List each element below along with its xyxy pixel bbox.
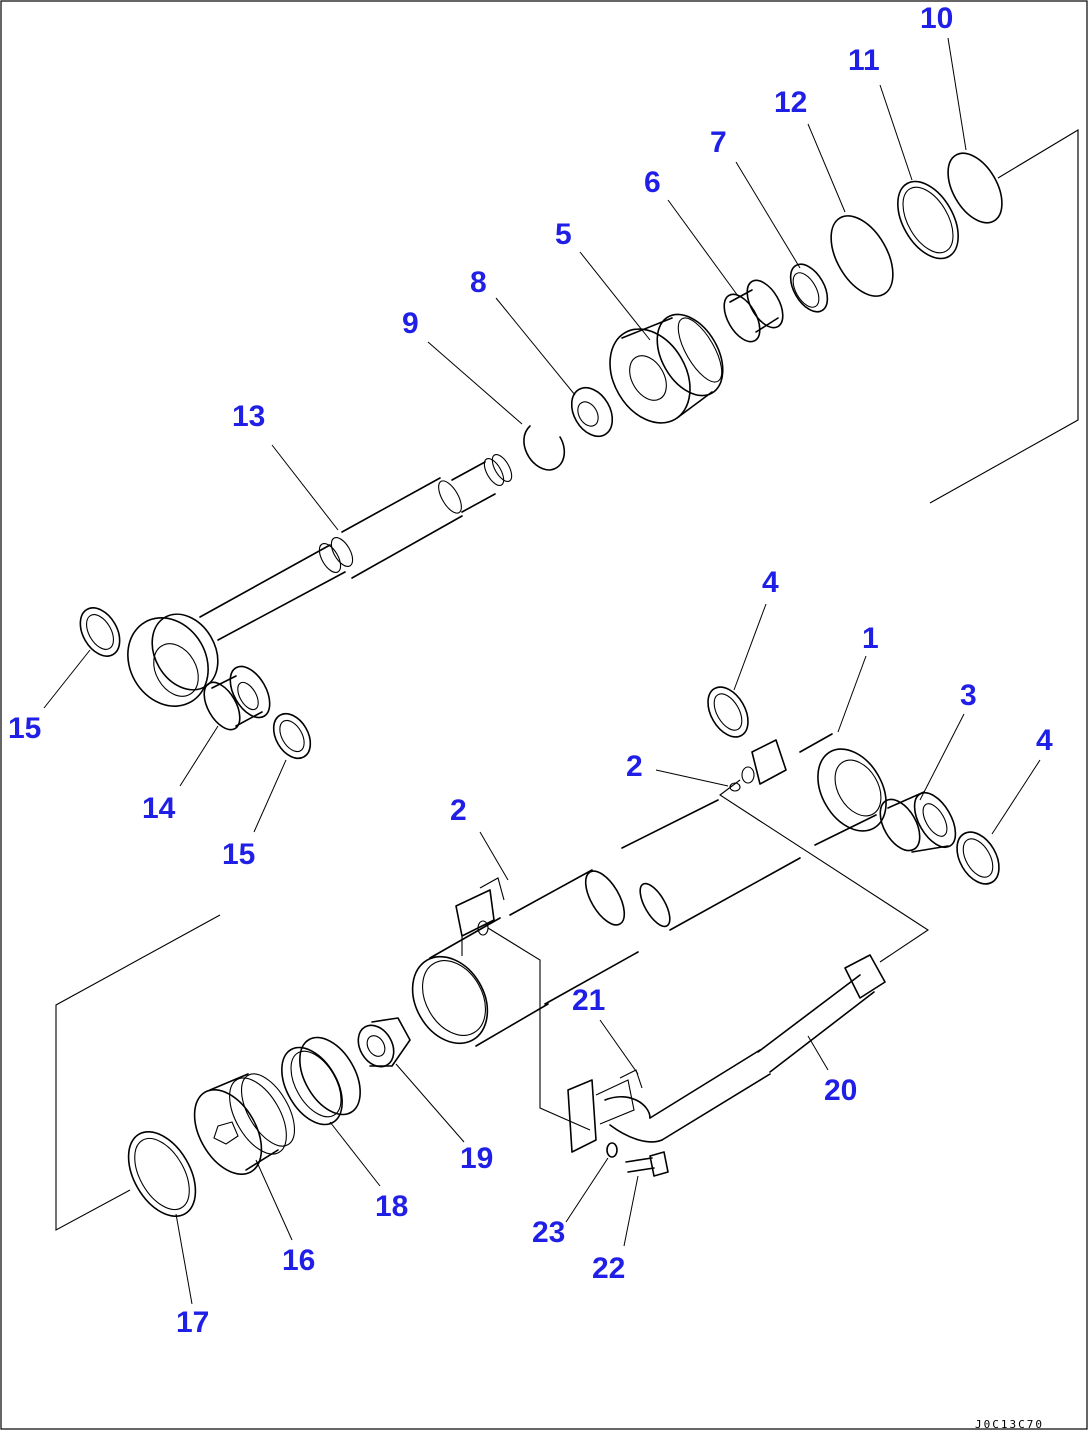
callout-23: 23: [532, 1216, 565, 1249]
cylinder-tube: [411, 799, 801, 1047]
part-4-dust-seal-right: [956, 831, 1000, 885]
part-7-rod-seal: [789, 263, 829, 313]
callout-20: 20: [824, 1074, 857, 1107]
part-11-backup-ring: [897, 180, 959, 260]
callout-9: 9: [402, 307, 419, 340]
callout-1: 1: [862, 622, 879, 655]
callout-19: 19: [460, 1142, 493, 1175]
callouts: 10 11 12 7 6 5 8 9 13 15 14 15 4 1 3 4 2…: [8, 2, 1053, 1339]
callout-3: 3: [960, 679, 977, 712]
part-18-wear-ring: [281, 1036, 361, 1126]
part-5-cylinder-head: [609, 313, 724, 424]
part-2-plug: [729, 782, 741, 792]
callout-15-left: 15: [8, 712, 41, 745]
part-20-pipe: [487, 779, 930, 1153]
part-17-piston-ring: [127, 1130, 197, 1218]
part-16-piston: [193, 1073, 296, 1176]
part-15-dust-seal-left: [79, 607, 121, 657]
leader-lines: [43, 37, 1041, 1305]
callout-12: 12: [774, 86, 807, 119]
part-14-bushing: [203, 665, 271, 731]
callout-10: 10: [920, 2, 953, 35]
drawing-code: J0C13C70: [975, 1418, 1044, 1431]
part-12-seal-ring: [830, 215, 894, 297]
callout-2-right: 2: [626, 750, 643, 783]
callout-15-right: 15: [222, 838, 255, 871]
callout-5: 5: [555, 218, 572, 251]
part-10-oring: [947, 152, 1003, 224]
upper-assembly: [79, 129, 1079, 760]
part-15-dust-seal-right: [272, 712, 312, 760]
callout-18: 18: [375, 1190, 408, 1223]
callout-4-upper: 4: [762, 566, 779, 599]
callout-22: 22: [592, 1252, 625, 1285]
callout-2-left: 2: [450, 794, 467, 827]
lower-bracket-line: [55, 914, 221, 1231]
part-9-snap-ring: [523, 425, 566, 471]
callout-7: 7: [710, 126, 727, 159]
part-13-piston-rod: [127, 453, 513, 707]
callout-16: 16: [282, 1244, 315, 1277]
callout-11: 11: [848, 44, 880, 77]
upper-bracket-line: [929, 129, 1079, 504]
part-1-cylinder-eye: [741, 733, 887, 846]
callout-14: 14: [142, 792, 176, 825]
part-8-nut: [570, 386, 614, 438]
callout-6: 6: [644, 166, 661, 199]
part-22-bolt: [625, 1151, 669, 1177]
part-3-bushing: [879, 791, 957, 853]
callout-21: 21: [572, 984, 605, 1017]
callout-4-right: 4: [1036, 724, 1053, 757]
part-4-dust-seal-upper: [707, 686, 749, 738]
callout-8: 8: [470, 266, 487, 299]
lower-assembly: [55, 686, 1000, 1231]
callout-17: 17: [176, 1306, 209, 1339]
part-19-nut: [357, 1017, 411, 1068]
part-6-bushing: [723, 279, 784, 343]
part-23-washer: [606, 1142, 618, 1158]
callout-13: 13: [232, 400, 265, 433]
